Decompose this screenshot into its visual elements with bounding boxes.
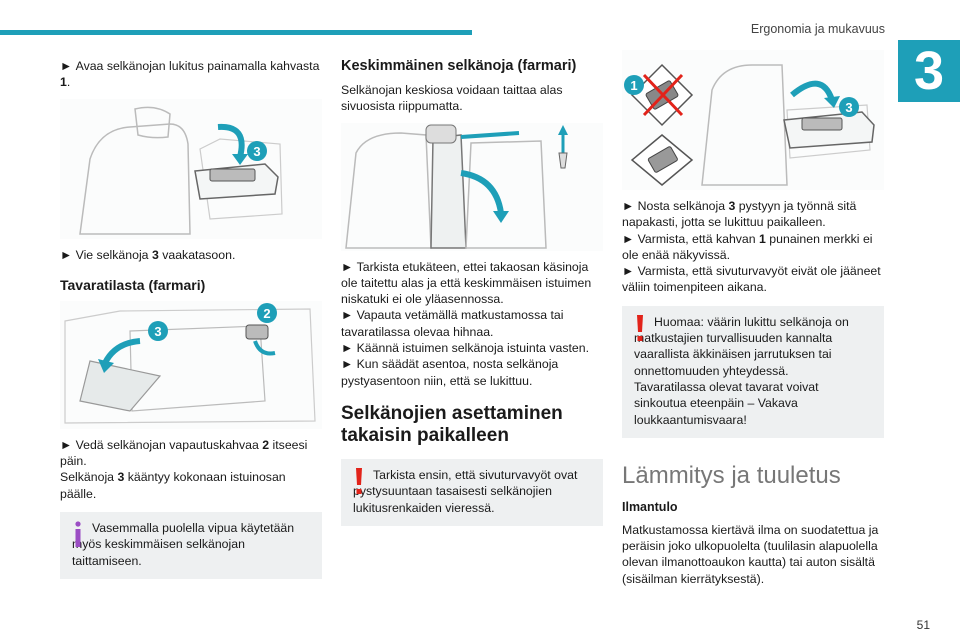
illustration-trunk-release: 3 2: [60, 300, 322, 429]
info-icon: [75, 521, 81, 548]
section-title: Lämmitys ja tuuletus: [622, 461, 841, 489]
warning-note: Tarkista ensin, että sivuturvavyöt ovat …: [341, 458, 603, 526]
section-heading: Keskimmäinen selkänoja (farmari): [341, 58, 577, 74]
callout-number: 3: [845, 100, 852, 115]
illustration-fold-backrest: 3: [60, 98, 322, 239]
instruction-step: Tarkista etukäteen, ettei takaosan käsin…: [341, 259, 603, 308]
page-header-title: Ergonomia ja mukavuus: [750, 22, 885, 36]
intro-text: Selkänojan keskiosa voidaan taittaa alas…: [341, 83, 563, 114]
header-accent-bar: [0, 30, 472, 35]
instruction-step: Vedä selkänojan vapautuskahvaa 2 itseesi…: [60, 437, 322, 470]
chapter-number-tab: 3: [898, 40, 960, 102]
column-right: 3 1 Nosta selkänoja 3 pystyyn ja työnnä …: [622, 50, 884, 587]
instruction-step: Käännä istuimen selkänoja istuinta vaste…: [341, 340, 603, 356]
section-heading-large: Selkänojien asettaminen takaisin paikall…: [341, 402, 563, 446]
illustration-lock-backrest: 3 1: [622, 50, 884, 190]
instruction-step: Avaa selkänojan lukitus painamalla kahva…: [60, 58, 322, 91]
instruction-step: Varmista, että kahvan 1 punainen merkki …: [622, 231, 884, 264]
section-heading: Tavaratilasta (farmari): [60, 276, 206, 293]
instruction-text: Selkänoja 3 kääntyy kokonaan istuinosan …: [60, 470, 286, 501]
body-paragraph: Matkustamossa kiertävä ilma on suodatett…: [622, 522, 879, 586]
column-left: Avaa selkänojan lukitus painamalla kahva…: [60, 58, 322, 579]
instruction-step: Varmista, että sivuturvavyöt eivät ole j…: [622, 263, 884, 296]
warning-icon: [637, 314, 643, 341]
subsection-heading: Ilmantulo: [622, 499, 678, 514]
callout-number: 3: [154, 324, 161, 339]
illustration-center-backrest: [341, 122, 603, 251]
callout-number: 2: [263, 306, 270, 321]
callout-number: 1: [630, 78, 637, 93]
warning-icon: [356, 467, 362, 494]
warning-note: Huomaa: väärin lukittu selkänoja on matk…: [622, 305, 884, 438]
instruction-step: Kun säädät asentoa, nosta selkänoja pyst…: [341, 356, 603, 389]
callout-number: 3: [253, 144, 260, 159]
instruction-step: Nosta selkänoja 3 pystyyn ja työnnä sitä…: [622, 198, 884, 231]
instruction-step: Vie selkänoja 3 vaakatasoon.: [60, 247, 322, 263]
info-note: Vasemmalla puolella vipua käytetään myös…: [60, 512, 322, 579]
instruction-step: Vapauta vetämällä matkustamossa tai tava…: [341, 307, 603, 340]
column-middle: Keskimmäinen selkänoja (farmari) Selkäno…: [341, 58, 603, 526]
page-number: 51: [916, 618, 930, 632]
